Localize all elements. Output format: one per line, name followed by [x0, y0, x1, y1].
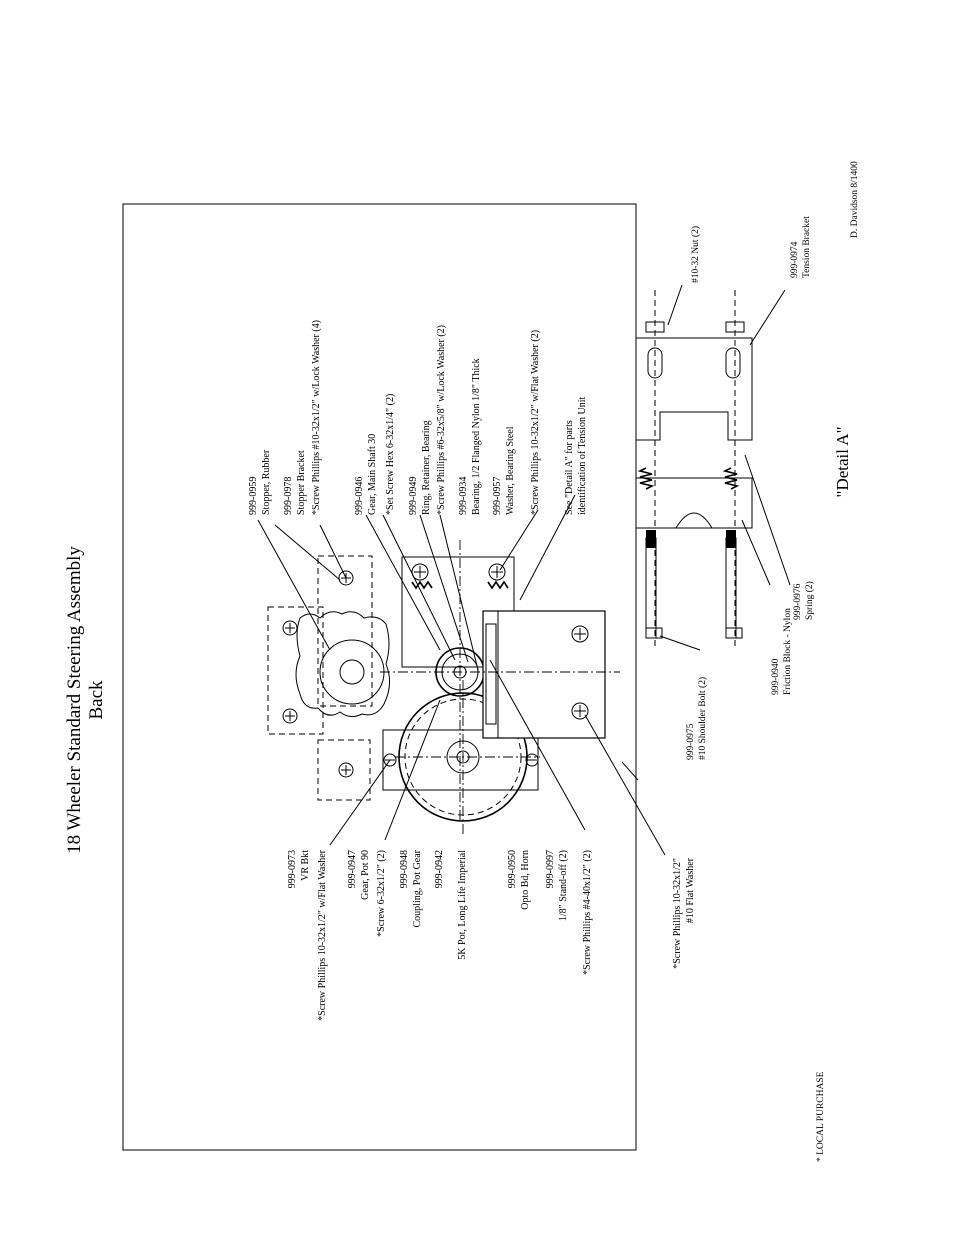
stopper-bracket-outline: [317, 555, 373, 707]
bracket-slot: [725, 347, 741, 379]
detail-a-drawing: [635, 284, 791, 651]
label-desc: #10 Shoulder Bolt (2): [697, 677, 708, 760]
label-part: 999-0948: [399, 850, 410, 888]
bolt-head: [725, 627, 743, 639]
label-desc: Stopper, Rubber: [261, 449, 272, 515]
vr-bracket-outline: [317, 739, 371, 801]
label-desc: Gear, Main Shaft 30: [367, 434, 378, 515]
label-desc: Washer, Bearing Steel: [505, 426, 516, 515]
stopper-rubber: [295, 611, 390, 718]
footnote-label: * LOCAL PURCHASE: [816, 1071, 826, 1162]
right-labels: 999-0959 Stopper, Rubber 999-0978 Stoppe…: [248, 320, 588, 515]
main-assembly: [267, 540, 620, 835]
title-line1: 18 Wheeler Standard Steering Assembly: [64, 546, 85, 854]
label-part: 999-0950: [507, 850, 518, 888]
detail-block-label: 999-0940 Friction Block - Nylon: [771, 608, 793, 695]
label-part: 999-0975: [686, 723, 696, 760]
screw-icon: [338, 762, 354, 778]
tension-bracket: [635, 337, 753, 441]
label-desc: *Screw Phillips 10-32x1/2" w/Flat Washer…: [530, 330, 541, 515]
label-part: 999-0976: [793, 583, 803, 620]
drawing-frame: [122, 203, 637, 1151]
label-desc: Ring, Retainer, Bearing: [421, 420, 432, 515]
stopper-bore: [339, 659, 365, 685]
label-desc: *Screw Phillips #4-40x1/2" (2): [582, 850, 593, 975]
footnote-block: * LOCAL PURCHASE: [816, 1071, 826, 1162]
spring-icon: [637, 467, 655, 490]
main-shaft-housing: [482, 610, 606, 739]
label-part: 999-0946: [354, 477, 365, 515]
label-desc2: #10 Flat Washer: [685, 857, 696, 923]
label-part: 999-0959: [248, 477, 259, 515]
label-desc: *Screw Phillips 10-32x1/2" w/Flat Washer: [317, 849, 328, 1021]
flat-washer-label: *Screw Phillips 10-32x1/2" #10 Flat Wash…: [672, 857, 696, 968]
bolt-thread: [646, 530, 656, 548]
label-desc: *Screw 6-32x1/2" (2): [376, 850, 387, 937]
label-part: 999-0974: [790, 241, 800, 278]
title-block: 18 Wheeler Standard Steering Assembly Ba…: [64, 546, 107, 854]
friction-block: [635, 477, 753, 529]
label-desc: *Screw Phillips #10-32x1/2" w/Lock Washe…: [311, 320, 322, 515]
screw-icon: [282, 620, 298, 636]
detail-bracket-label: 999-0974 Tension Bracket: [790, 216, 812, 278]
vr-bracket: [382, 729, 539, 791]
label-part: 999-0940: [771, 658, 781, 695]
screw-icon: [488, 563, 506, 581]
label-part: 999-0978: [283, 477, 294, 515]
label-part: 999-0949: [408, 477, 419, 515]
label-part: 999-0942: [434, 850, 445, 888]
label-desc: Tension Bracket: [802, 216, 812, 278]
detail-nut-label: #10-32 Nut (2): [690, 226, 701, 283]
label-desc: 1/8" Stand-off (2): [558, 850, 569, 921]
label-desc: #10-32 Nut (2): [690, 226, 701, 283]
friction-block-notch: [675, 512, 713, 529]
detail-a-label: "Detail A": [833, 426, 852, 497]
label-desc: Opto Bd, Horn: [520, 850, 531, 910]
label-part: 999-0973: [287, 850, 298, 888]
label-desc: Spring (2): [804, 581, 815, 620]
screw-icon: [282, 708, 298, 724]
bracket-slot: [647, 347, 663, 379]
label-desc: Coupling, Pot Gear: [412, 849, 423, 927]
label-part: 999-0997: [545, 850, 556, 888]
detail-a-title: "Detail A": [833, 426, 852, 497]
spring-icon: [411, 580, 433, 590]
left-labels: 999-0973 VR Bkt *Screw Phillips 10-32x1/…: [287, 849, 593, 1021]
label-desc: Stopper Bracket: [296, 450, 307, 515]
label-desc: Friction Block - Nylon: [783, 608, 793, 695]
opto-board: [485, 623, 497, 725]
screw-icon: [411, 563, 429, 581]
label-part: 999-0947: [347, 850, 358, 888]
label-desc: *Screw Phillips 10-32x1/2": [672, 858, 683, 969]
bolt-thread: [726, 530, 736, 548]
author-block: D. Davidson 8/1400: [850, 161, 860, 238]
author-label: D. Davidson 8/1400: [850, 161, 860, 238]
screw-icon: [571, 702, 589, 720]
label-desc: VR Bkt: [300, 850, 311, 881]
mount-plate-outline: [267, 606, 324, 735]
label-part: 999-0957: [492, 477, 503, 515]
screw-icon: [571, 625, 589, 643]
label-desc: Gear, Pot 90: [360, 850, 371, 900]
bolt-head: [645, 627, 663, 639]
label-desc: *Set Screw Hex 6-32x1/4" (2): [385, 394, 396, 515]
label-part: See "Detail A" for parts: [564, 420, 575, 515]
detail-bolt-label: 999-0975 #10 Shoulder Bolt (2): [686, 677, 708, 760]
spring-icon: [487, 580, 509, 590]
label-desc: identification of Tension Unit: [577, 397, 588, 515]
leader-lines: [257, 494, 666, 856]
screw-icon: [525, 753, 539, 767]
label-desc: *Screw Phillips #6-32x5/8" w/Lock Washer…: [436, 325, 447, 515]
label-part: 999-0934: [458, 477, 469, 515]
detail-spring-label: 999-0976 Spring (2): [793, 581, 815, 620]
label-desc: Bearing, 1/2 Flanged Nylon 1/8" Thick: [471, 358, 482, 515]
title-line2: Back: [86, 680, 107, 720]
label-desc: 5K Pot, Long Life Imperial: [457, 850, 468, 960]
